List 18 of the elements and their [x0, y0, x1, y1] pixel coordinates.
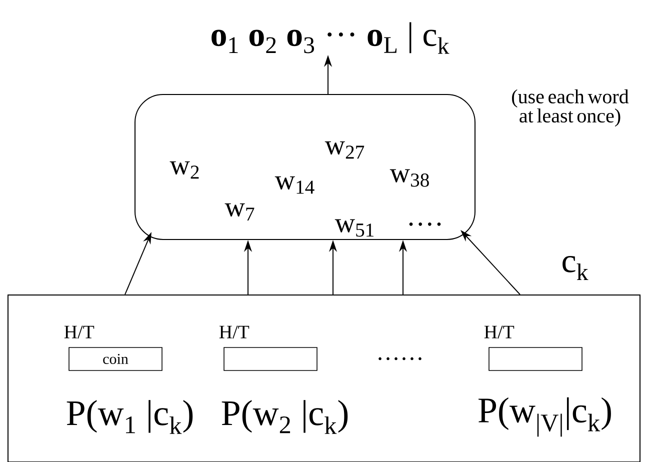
node-label: c$_{k}$: [562, 256, 588, 280]
ellipsis: ······: [378, 357, 422, 360]
probability-label: P(w$_{1}$ |c$_{k}$): [66, 400, 193, 434]
word-label: w$_{38}$: [390, 169, 429, 187]
probability-label: P(w$_{|V|}$|c$_{k}$): [478, 397, 611, 437]
word-label: ····: [409, 222, 441, 226]
word-label: w$_{51}$: [334, 219, 374, 237]
coin-label: H/T: [219, 326, 250, 338]
probability-label: P(w$_{2}$ |c$_{k}$): [222, 400, 348, 434]
output-sequence: o$_{1}$ o$_{2}$ o$_{3}$ ··· o$_{L}$ | c$_{k}$: [212, 22, 450, 54]
coin-label: H/T: [64, 326, 94, 338]
word-label: w$_{7}$: [224, 203, 254, 221]
coin-label: H/T: [484, 326, 514, 338]
word-label: w$_{14}$: [274, 176, 314, 194]
coin-box: coin: [68, 347, 162, 371]
word-label: w$_{27}$: [324, 141, 364, 159]
word-label: w$_{2}$: [170, 161, 199, 179]
note: (use each word at least once): [512, 89, 629, 127]
